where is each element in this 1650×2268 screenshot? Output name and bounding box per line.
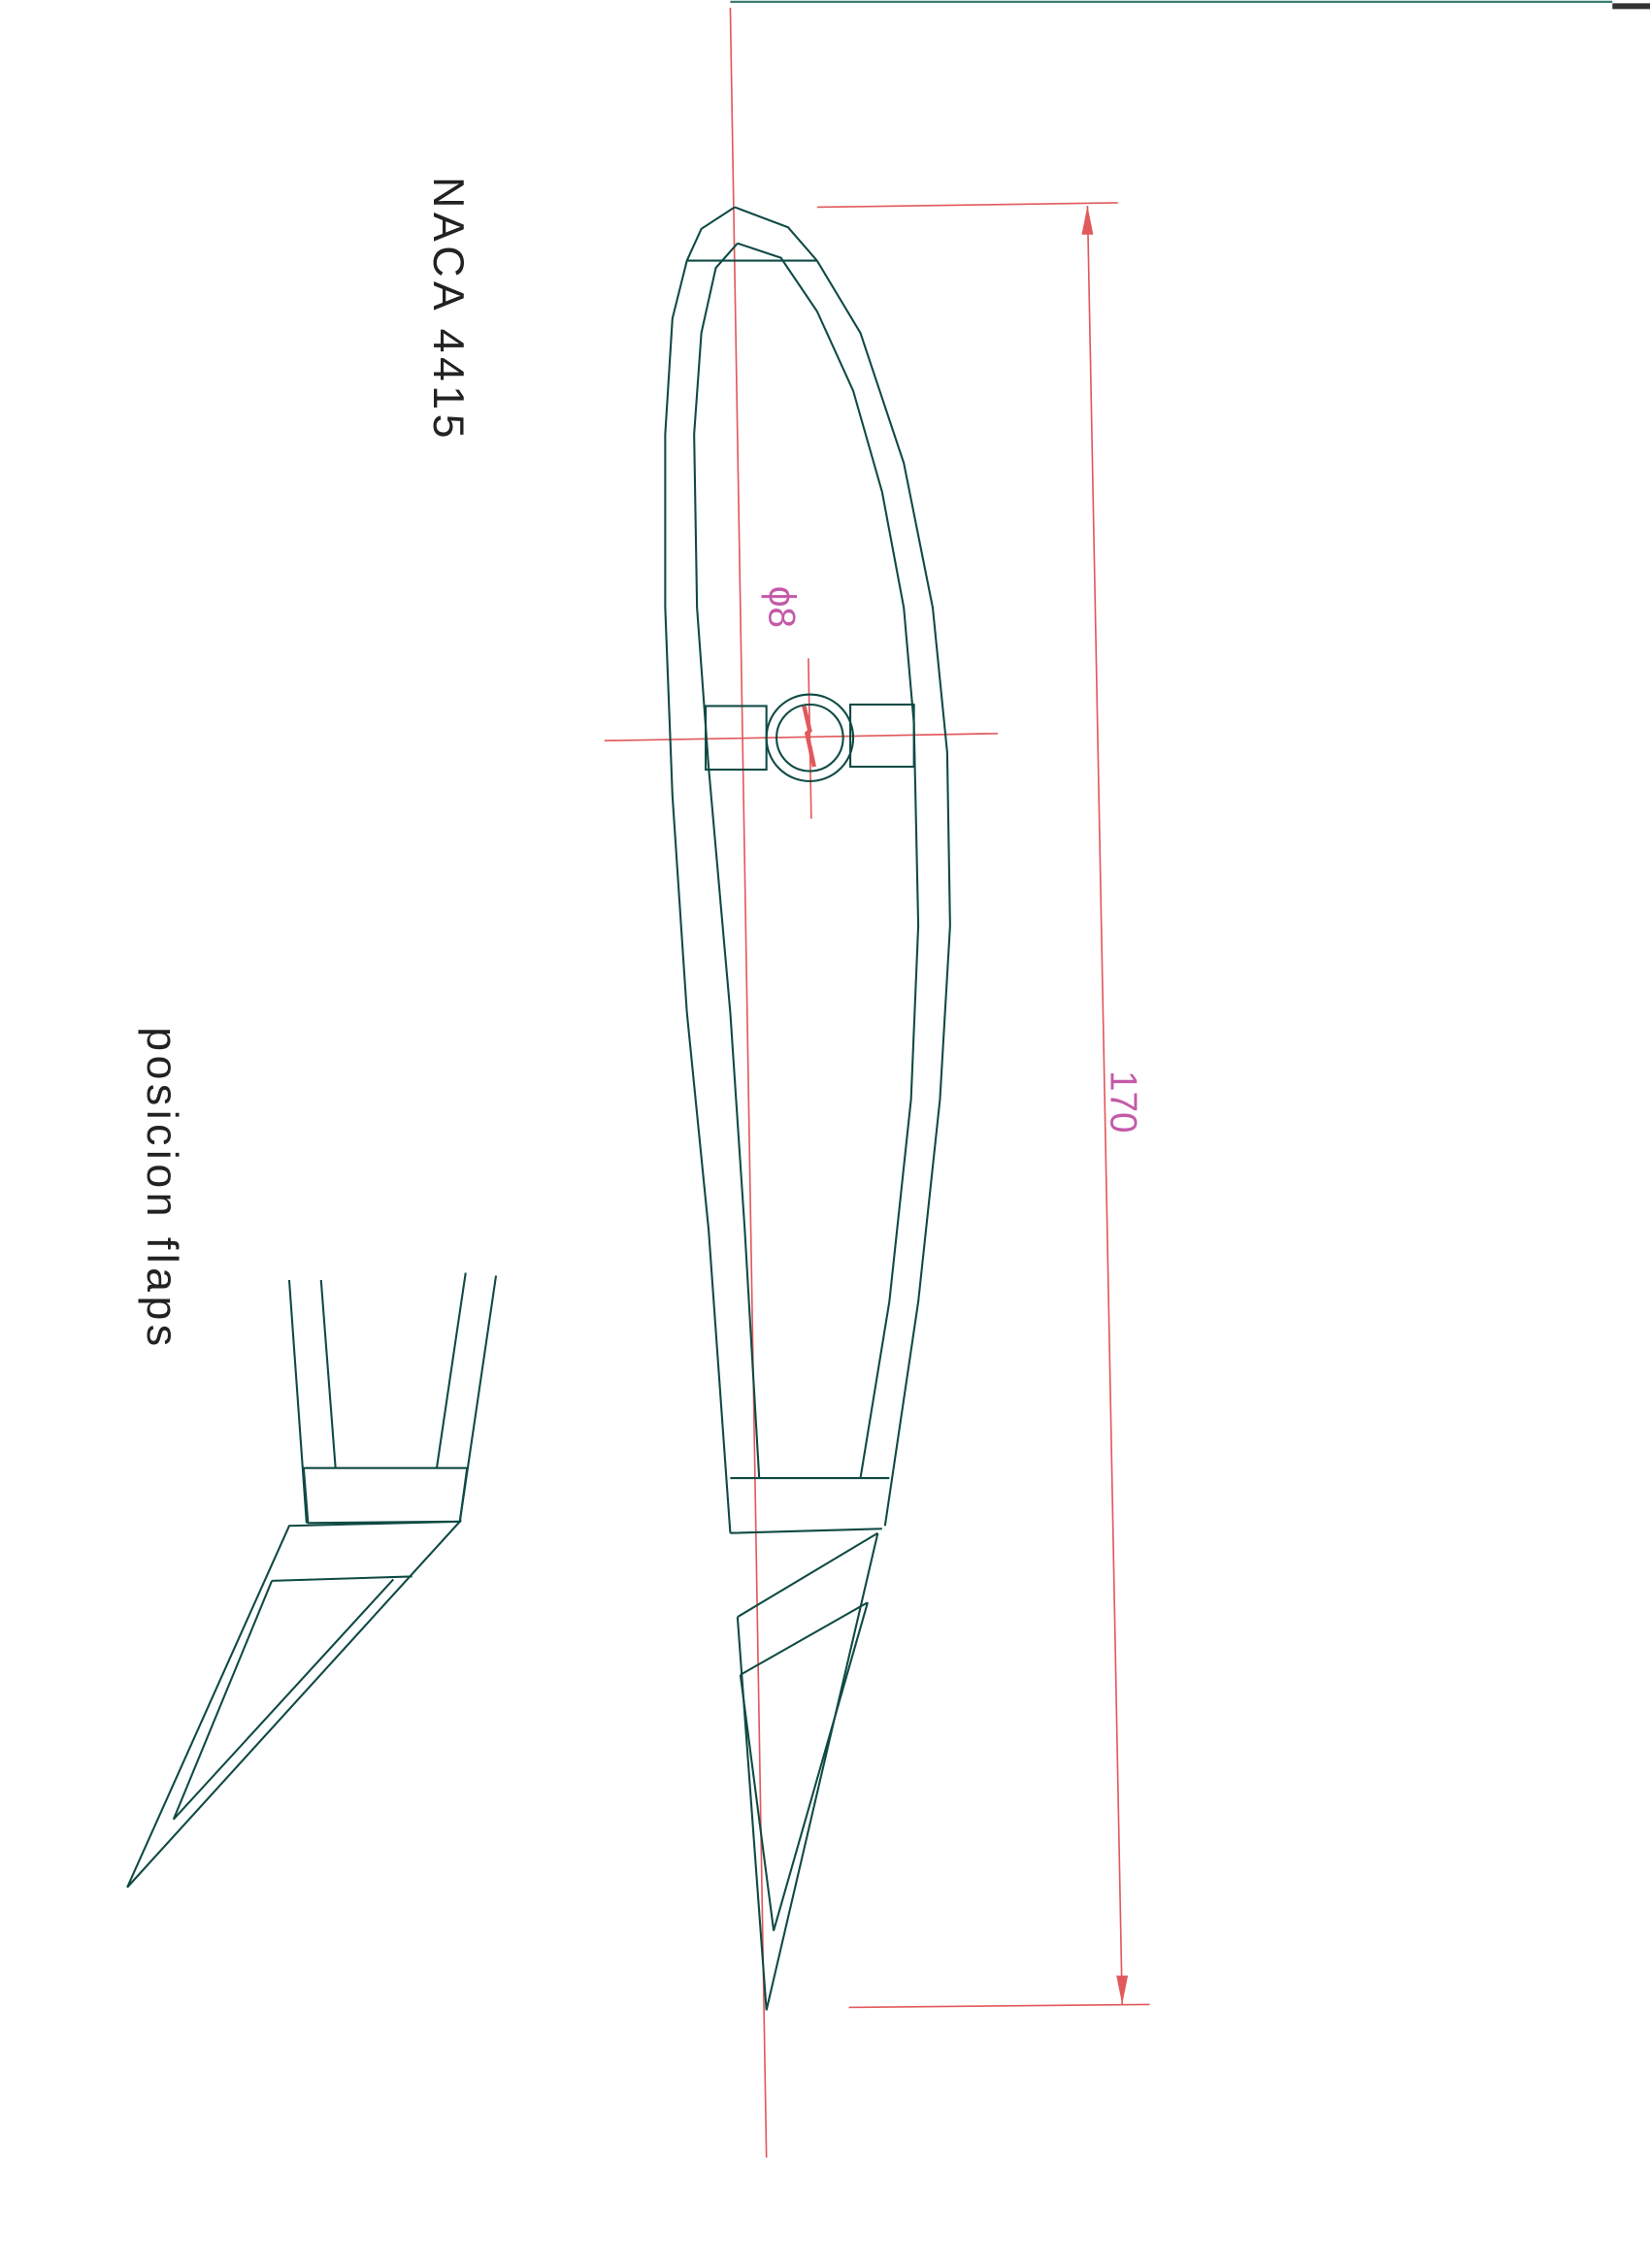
spar-horizontal-centerline [604,732,999,742]
chord-centerline [729,7,768,2158]
airfoil-outer-contour [664,206,951,1533]
flap-inner [739,1601,869,1931]
flap-outer [736,1531,879,2011]
dimension-arrow-top [1081,205,1094,235]
dimension-extension-top [816,202,1118,209]
spar-tube-inner [776,703,844,772]
corner-mark [1612,3,1650,10]
hole-diameter-text: ϕ8 [761,586,803,628]
dimension-line [1086,205,1123,2005]
flap-sketch-flap-outer [126,1520,463,1889]
dimension-arrow-bottom [1116,1975,1129,2005]
diameter-leader [802,705,817,768]
spar-tube-outer [765,693,855,783]
flap-position-caption: posicion flaps [138,1027,185,1350]
flap-sketch-flap-inner [172,1575,412,1821]
chord-dimension-text: 170 [1102,1070,1143,1134]
flap-sketch-spars [287,1272,498,1524]
flap-sketch-rib [302,1466,469,1525]
spar-block-right [849,703,915,769]
trailing-rib [730,1477,890,1534]
drawing-title: NACA 4415 [424,177,472,443]
dimension-extension-bottom [848,2003,1150,2009]
airfoil-inner-contour [693,242,920,1479]
